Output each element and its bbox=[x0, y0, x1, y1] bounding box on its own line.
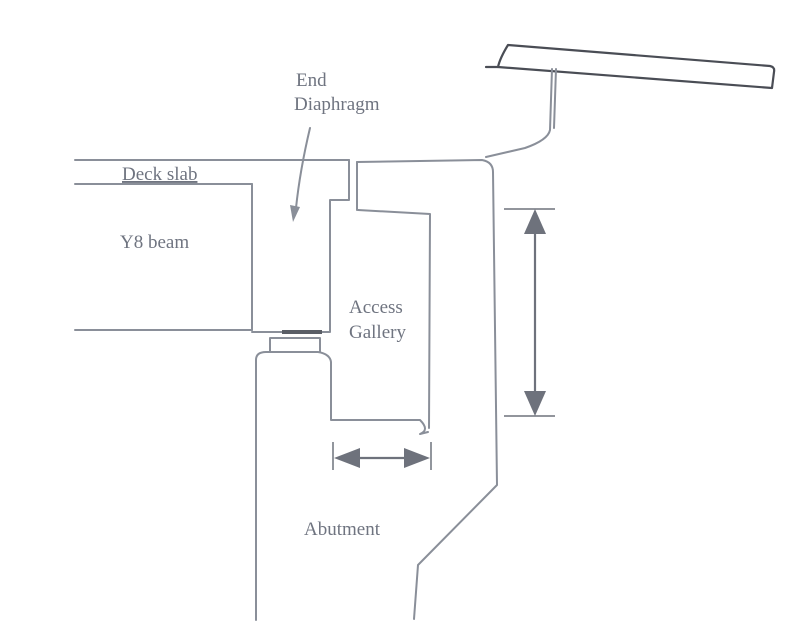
abutment-outline bbox=[255, 159, 498, 621]
y8-beam-label: Y8 beam bbox=[120, 232, 189, 253]
end-diaphragm-leader bbox=[290, 127, 311, 222]
horizontal-dimension bbox=[332, 442, 432, 470]
abutment-label: Abutment bbox=[304, 519, 381, 540]
end-diaphragm bbox=[251, 159, 350, 333]
access-gallery-label-line2: Gallery bbox=[349, 322, 406, 343]
deck-slab bbox=[74, 159, 350, 185]
bearing bbox=[269, 330, 322, 353]
deck-slab-label: Deck slab bbox=[122, 164, 197, 185]
end-diaphragm-label-line2: Diaphragm bbox=[294, 94, 380, 115]
vertical-dimension bbox=[504, 208, 555, 417]
approach-slab bbox=[484, 43, 776, 158]
access-gallery-label-line1: Access bbox=[349, 297, 403, 318]
end-diaphragm-label-line1: End bbox=[296, 70, 327, 91]
